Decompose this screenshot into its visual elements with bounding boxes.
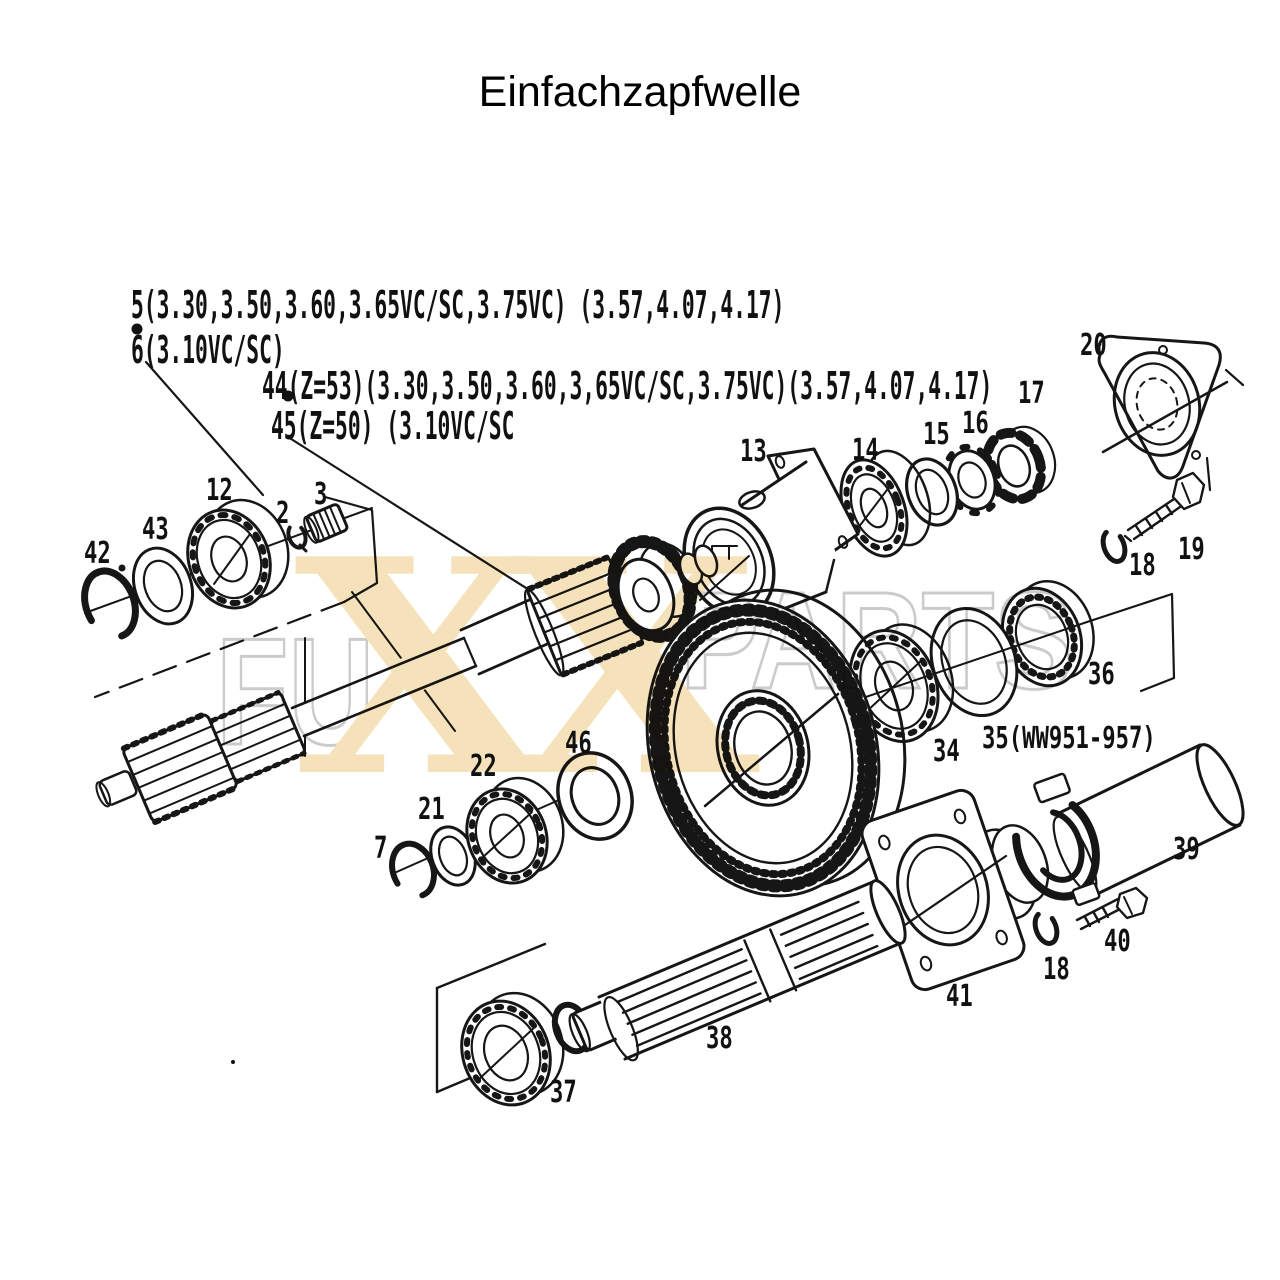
part-16-lock-washer [941,443,1003,517]
part-39-guard-tube [1052,743,1245,897]
part-18-washer-top [1100,528,1128,564]
annotation-line-4: 45(Z=50) (3.10VC/SC [271,404,515,448]
main-shaft [95,584,581,826]
axis-line-34-36 [847,621,1088,704]
part-2-clip [286,522,308,553]
part-3-spline-bushing [303,503,349,544]
part-37-ball-bearing [460,991,565,1107]
bullet-5-6 [131,323,143,335]
part-label-36: 36 [1088,657,1115,692]
part-label-37: 37 [550,1075,577,1110]
part-20-cover-flange [1097,334,1229,480]
part-12-taper-bearing [186,498,290,610]
part-label-34: 34 [933,734,960,769]
part-label-35-WW951-957-: 35(WW951-957) [982,721,1156,756]
part-snap-ring-38 [551,1001,593,1055]
shaft-end-cap [95,770,138,808]
bullet-44-45 [282,390,294,402]
part-18-washer-bottom [1032,910,1060,946]
part-label-41: 41 [946,979,973,1014]
part-22-ball-bearing [465,776,565,885]
part-label-40: 40 [1104,924,1131,959]
part-label-3: 3 [314,477,328,512]
part-label-16: 16 [962,406,989,441]
stray-dot [231,1060,235,1064]
part-label-15: 15 [923,417,950,452]
annotation-line-1: 5(3.30,3.50,3.60,3.65VC/SC,3.75VC) (3.57… [131,283,785,327]
part-label-42: 42 [84,536,111,571]
annotation-line-3: 44(Z=53)(3.30,3.50,3.60,3,65VC/SC,3.75VC… [262,364,993,408]
shaft-spline-section-2 [209,690,307,784]
part-label-43: 43 [142,512,169,547]
page-title: Einfachzapfwelle [478,68,802,116]
part-38-pto-shaft [568,879,907,1062]
part-label-22: 22 [470,749,497,784]
part-label-19: 19 [1178,532,1205,567]
part-label-17: 17 [1018,376,1045,411]
part-19-bolt [1123,471,1206,543]
part-13-bearing-housing [682,447,860,622]
part-label-2: 2 [276,496,290,531]
part-label-18: 18 [1043,952,1070,987]
part-46-spacer [556,751,634,841]
part-label-38: 38 [706,1021,733,1056]
annotation-line-2: 6(3.10VC/SC) [131,328,285,372]
part-40-bolt [1075,886,1149,931]
part-label-21: 21 [418,792,445,827]
part-label-7: 7 [374,831,388,866]
part-43-ring [132,546,194,626]
part-39-clamp [1012,772,1101,907]
part-label-20: 20 [1080,328,1107,363]
part-label-13: 13 [740,434,767,469]
part-label-46: 46 [565,726,592,761]
part-42-snap-ring [81,564,139,641]
part-label-18: 18 [1129,548,1156,583]
leader-lines [93,323,1245,1064]
axis-line-41 [884,854,1008,940]
part-44-45-gear [645,588,907,898]
part-label-39: 39 [1173,832,1200,867]
part-label-14: 14 [852,433,879,468]
part-label-12: 12 [206,473,233,508]
part-shaft-washers [678,544,719,586]
